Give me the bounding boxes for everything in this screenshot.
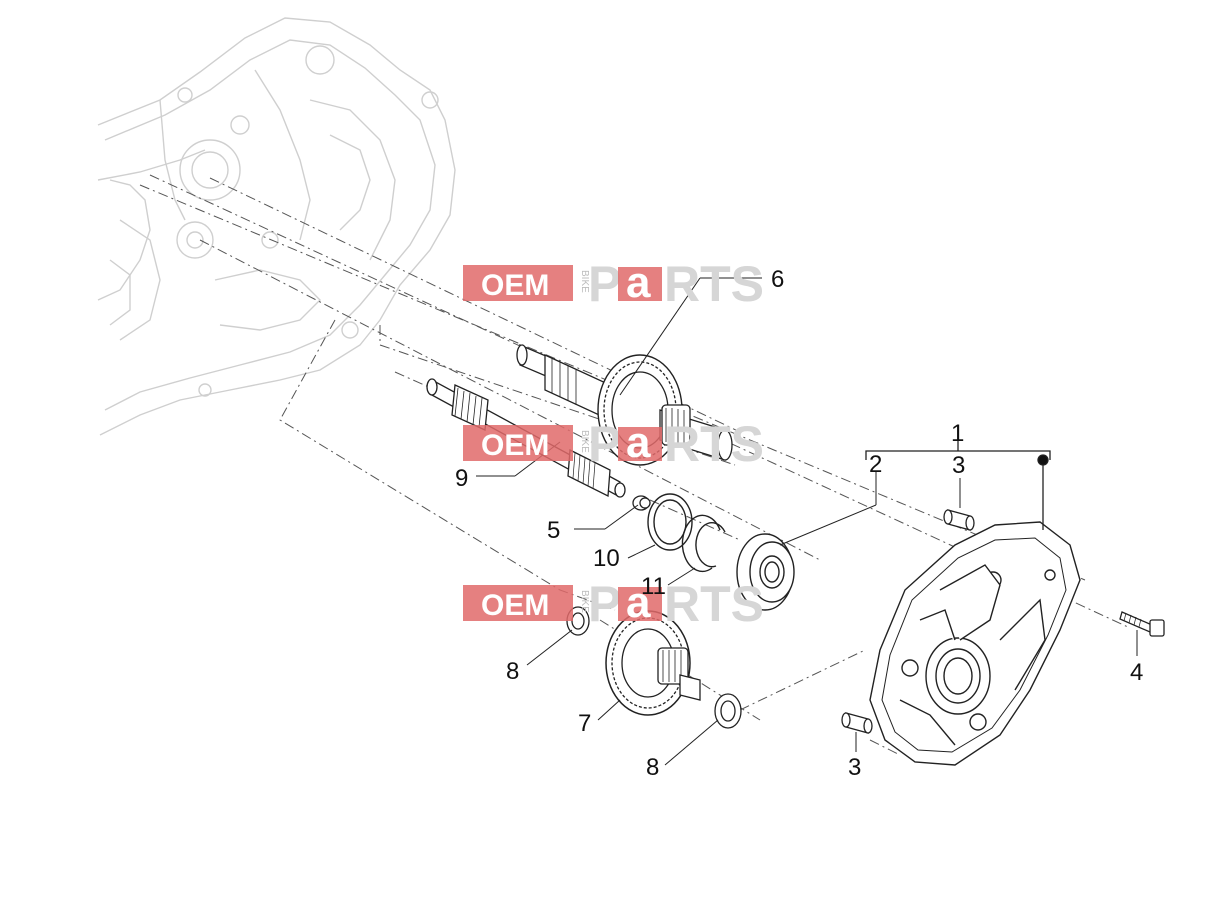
svg-text:P: P: [588, 576, 621, 632]
callout-2: 2: [869, 451, 882, 478]
svg-text:a: a: [626, 418, 651, 467]
callout-5: 5: [547, 517, 560, 544]
callout-6: 6: [771, 266, 784, 293]
svg-text:OEM: OEM: [481, 429, 549, 462]
svg-text:OEM: OEM: [481, 589, 549, 622]
svg-text:BIKE: BIKE: [579, 430, 590, 453]
svg-text:P: P: [588, 416, 621, 472]
svg-text:a: a: [626, 578, 651, 627]
svg-text:a: a: [626, 258, 651, 307]
part-8-washers: [566, 606, 742, 729]
part-11-circlip: [681, 514, 726, 573]
part-5-bushing: [632, 495, 651, 511]
svg-text:RTS: RTS: [664, 416, 764, 472]
watermark-top: OEM BIKE P a RTS: [463, 256, 764, 312]
svg-text:P: P: [588, 256, 621, 312]
callout-1: 1: [951, 420, 964, 447]
svg-text:RTS: RTS: [664, 576, 764, 632]
callout-8-left: 8: [506, 658, 519, 685]
svg-text:RTS: RTS: [664, 256, 764, 312]
svg-text:BIKE: BIKE: [579, 270, 590, 293]
svg-text:OEM: OEM: [481, 269, 549, 302]
part-3-dowels: [841, 509, 975, 734]
part-10-ring: [647, 493, 693, 551]
part-2-bearing: [736, 533, 795, 611]
watermark-middle: OEM BIKE P a RTS: [463, 416, 764, 472]
callout-11: 11: [641, 573, 666, 600]
callout-10: 10: [593, 545, 620, 572]
watermark-bottom: OEM BIKE P a RTS: [463, 576, 764, 632]
group-bracket: [865, 441, 1051, 530]
callout-3-bottom: 3: [848, 754, 861, 781]
callout-4: 4: [1130, 659, 1143, 686]
part-1-gearbox-cover: [869, 521, 1081, 766]
callout-labels: 6 9 5 10 11 8 7 8 1 2 3 4 3: [455, 266, 1143, 781]
callout-3-top: 3: [952, 452, 965, 479]
part-7-intermediate-gear: [605, 610, 701, 716]
callout-7: 7: [578, 710, 591, 737]
ghost-crankcase: [97, 17, 456, 436]
part-4-screw: [1119, 611, 1165, 637]
svg-text:BIKE: BIKE: [579, 590, 590, 613]
callout-9: 9: [455, 465, 468, 492]
callout-8-bottom: 8: [646, 754, 659, 781]
